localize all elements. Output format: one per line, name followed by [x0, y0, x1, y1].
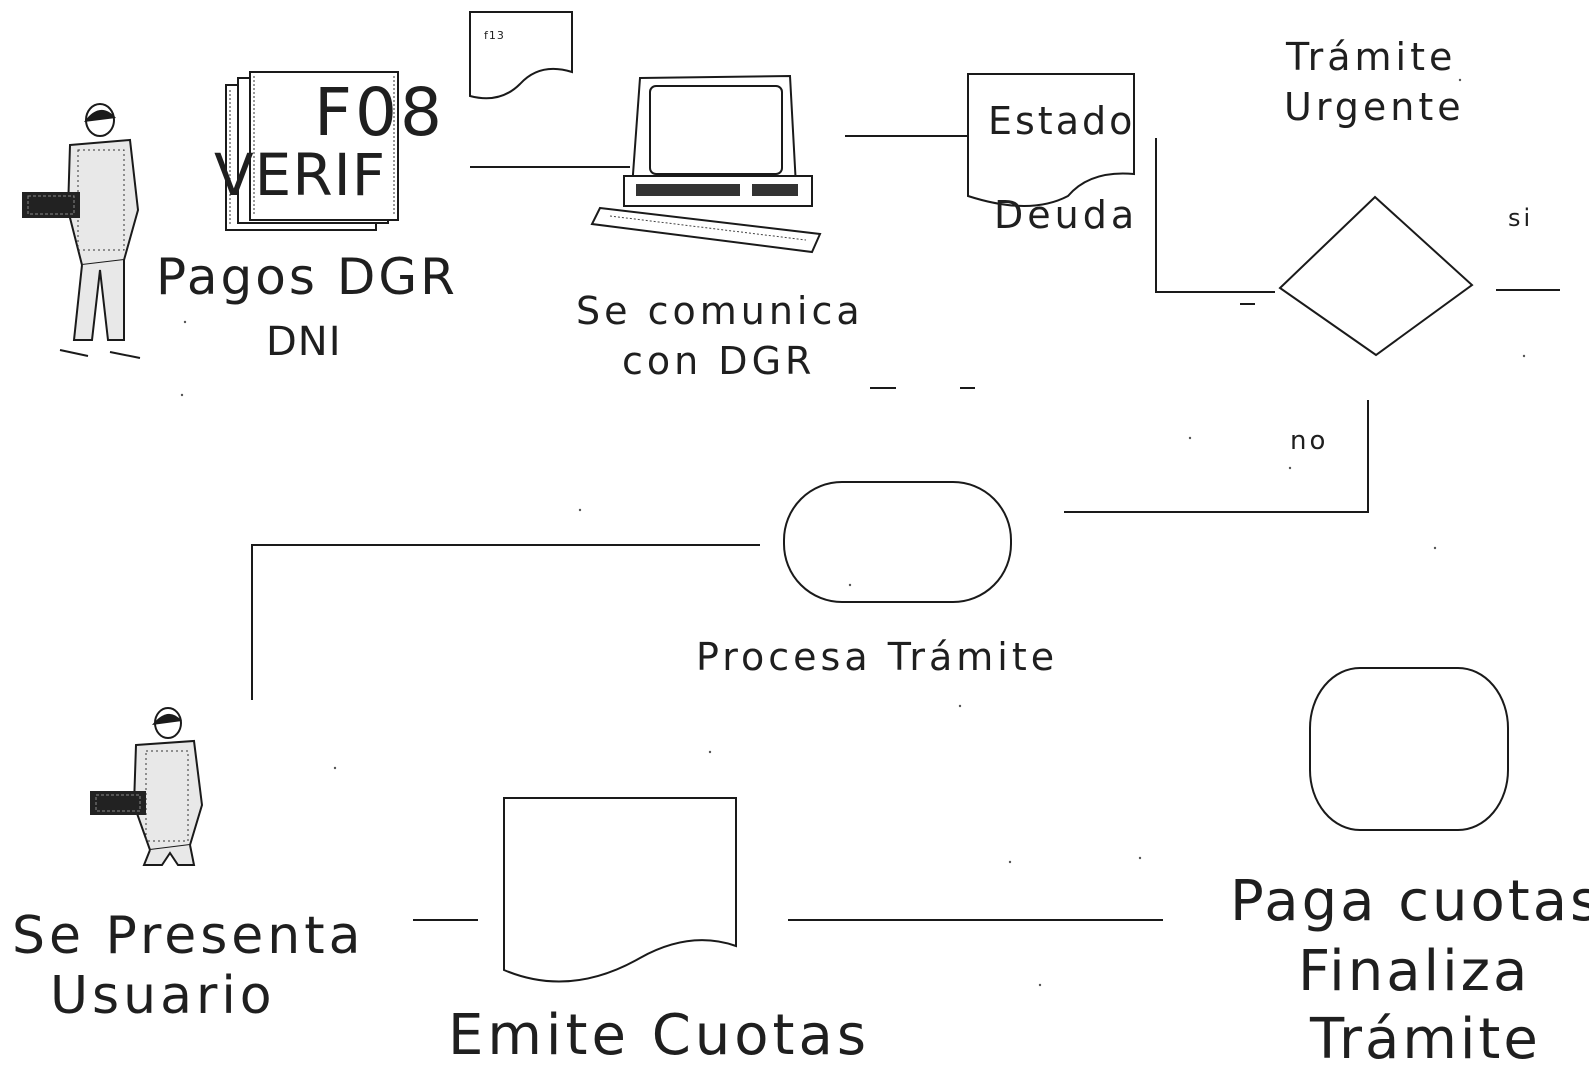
document-cuotas [503, 797, 737, 983]
desktop-computer [590, 74, 822, 254]
label-con-dgr: con DGR [622, 339, 816, 383]
document-stack-f08 [225, 71, 399, 231]
label-paga-cuotas: Paga cuotas [1230, 869, 1589, 934]
person-icon-top [22, 103, 141, 359]
document-estado [967, 73, 1135, 207]
label-pagos-dgr: Pagos DGR [156, 248, 458, 306]
decision-diamond-tramite-urgente [1278, 195, 1474, 357]
process-terminator-paga [1309, 667, 1509, 831]
label-verif: VERIF [214, 141, 387, 209]
scan-noise [180, 78, 1526, 987]
person-icon-bottom [90, 707, 204, 866]
label-urgente: Urgente [1284, 85, 1465, 129]
label-f08: F08 [314, 74, 445, 151]
label-procesa-tramite: Procesa Trámite [696, 635, 1059, 679]
label-si: si [1508, 204, 1534, 232]
label-tramite: Trámite [1286, 35, 1457, 79]
connectors [251, 135, 1560, 921]
label-se-comunica: Se comunica [576, 289, 864, 333]
document-small-note [469, 11, 573, 100]
process-terminator-procesa [783, 481, 1012, 603]
label-deuda: Deuda [994, 193, 1139, 237]
label-emite-cuotas: Emite Cuotas [448, 1003, 871, 1068]
label-se-presenta: Se Presenta [12, 906, 365, 966]
label-small-note: f13 [484, 29, 505, 42]
label-usuario: Usuario [50, 966, 276, 1026]
label-no: no [1290, 426, 1329, 456]
label-finaliza: Finaliza [1298, 939, 1531, 1004]
label-estado: Estado [988, 99, 1136, 143]
label-tramite-final: Trámite [1310, 1007, 1541, 1072]
label-dni: DNI [266, 319, 342, 365]
